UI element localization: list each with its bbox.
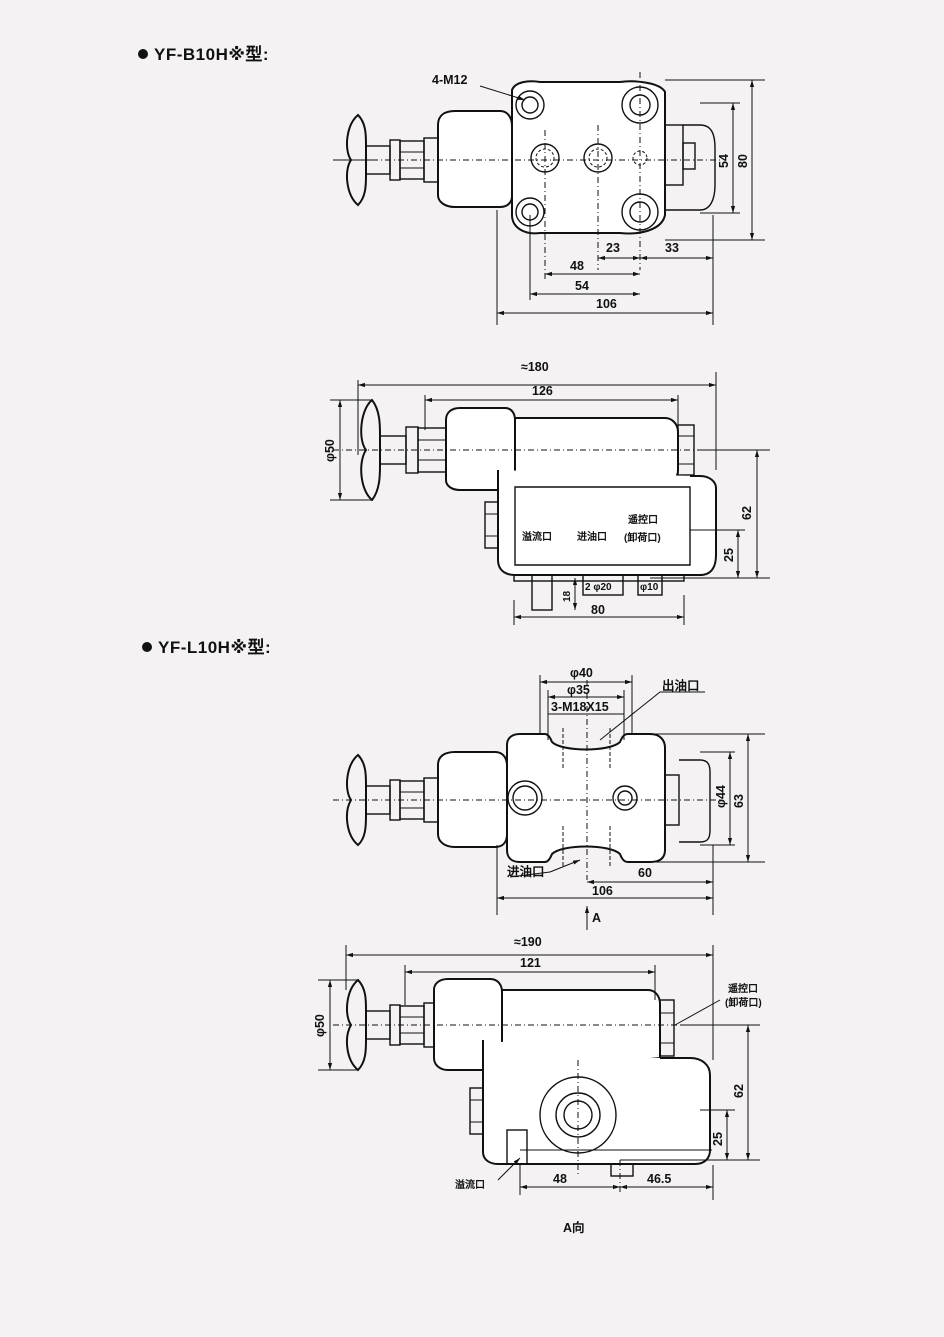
- port-inlet-size: 2 φ20: [585, 582, 612, 593]
- port-inlet-label: 进油口: [507, 864, 545, 879]
- heading-yf-b10h: YF-B10H※型:: [138, 40, 269, 65]
- port-unload-label: (卸荷口): [725, 996, 762, 1009]
- dim-126: 126: [532, 384, 553, 398]
- dim-54-vertical: 54: [717, 154, 731, 168]
- dim-121: 121: [520, 956, 541, 970]
- dim-54-horizontal: 54: [575, 279, 589, 293]
- dim-phi35: φ35: [567, 683, 590, 697]
- dim-phi40: φ40: [570, 666, 593, 680]
- b10h-top-view: 4-M12 23 33 48 54 106 54 80: [333, 72, 765, 325]
- dim-phi50: φ50: [323, 439, 337, 462]
- dim-62: 62: [732, 1084, 746, 1098]
- dim-18: 18: [562, 590, 573, 602]
- dim-63: 63: [732, 794, 746, 808]
- dim-25: 25: [711, 1132, 725, 1146]
- dim-46-5: 46.5: [647, 1172, 671, 1186]
- dim-3-m18x15: 3-M18X15: [551, 700, 609, 714]
- dim-4-m12: 4-M12: [432, 73, 467, 87]
- dim-106: 106: [592, 884, 613, 898]
- dim-approx-180: ≈180: [521, 360, 549, 374]
- port-overflow-label: 溢流口: [522, 530, 552, 543]
- port-outlet-label: 出油口: [662, 678, 700, 693]
- l10h-side-view: ≈190 121 φ50 遥控口 (卸荷口) 62 25 溢流口 48 46.5…: [313, 935, 762, 1235]
- bullet-icon: [138, 49, 148, 59]
- dim-80: 80: [736, 154, 750, 168]
- port-overflow-label: 溢流口: [455, 1178, 485, 1191]
- dim-33: 33: [665, 241, 679, 255]
- view-arrow-a-label: A: [592, 911, 601, 925]
- dim-phi50: φ50: [313, 1014, 327, 1037]
- l10h-top-view: φ40 φ35 3-M18X15 出油口 φ44 63 进油口 60 106 A: [333, 666, 765, 930]
- dim-106: 106: [596, 297, 617, 311]
- dim-62: 62: [740, 506, 754, 520]
- bullet-icon: [142, 642, 152, 652]
- port-inlet-label: 进油口: [577, 530, 607, 543]
- dim-60: 60: [638, 866, 652, 880]
- dim-phi44: φ44: [714, 785, 728, 808]
- port-remote-label: 遥控口: [728, 982, 758, 995]
- view-a-label: A向: [563, 1220, 585, 1235]
- dim-25: 25: [722, 548, 736, 562]
- port-remote-label: 遥控口: [628, 513, 658, 526]
- dim-80-bottom: 80: [591, 603, 605, 617]
- b10h-side-view: ≈180 126 φ50 62 25 18 80 溢流口 进油口 遥控口 (卸荷…: [323, 360, 770, 625]
- dim-23: 23: [606, 241, 620, 255]
- heading-yf-l10h: YF-L10H※型:: [142, 633, 271, 658]
- port-remote-size: φ10: [640, 582, 659, 593]
- dim-48: 48: [570, 259, 584, 273]
- dim-48: 48: [553, 1172, 567, 1186]
- dim-approx-190: ≈190: [514, 935, 542, 949]
- port-unload-label: (卸荷口): [624, 531, 661, 544]
